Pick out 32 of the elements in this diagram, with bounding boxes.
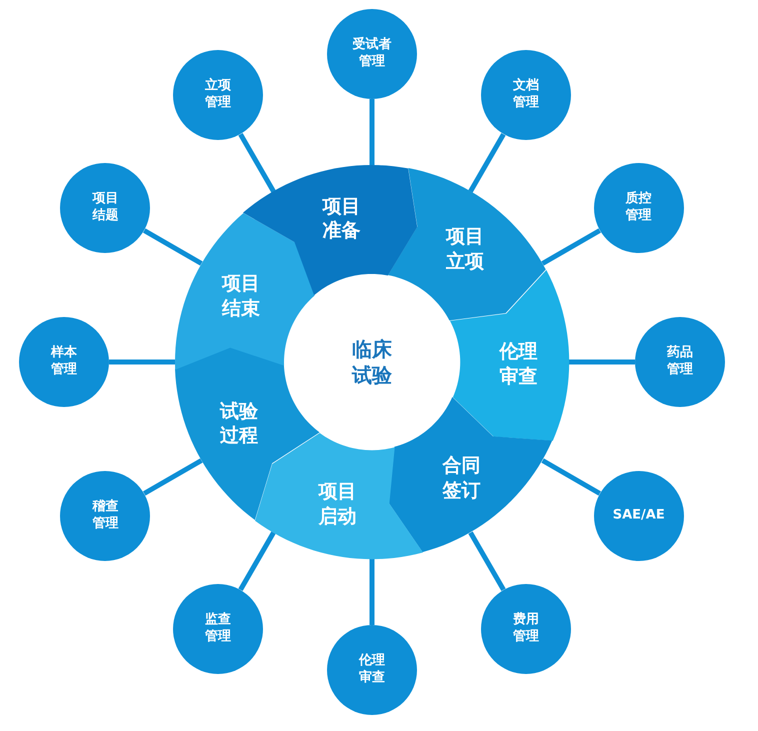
connector-line — [142, 228, 203, 266]
connector-line — [238, 531, 276, 592]
node-label: 文档管理 — [512, 78, 540, 112]
node-label: 项目准备 — [321, 194, 362, 244]
node-label: 药品管理 — [666, 345, 694, 379]
node-label: 项目结束 — [220, 272, 261, 322]
connector-line — [238, 132, 276, 193]
node-label: 监查管理 — [204, 612, 232, 646]
connector-line — [541, 228, 602, 266]
node-label: 样本管理 — [50, 345, 78, 379]
node-label: 试验过程 — [218, 398, 260, 448]
connector-line — [468, 531, 506, 592]
node-label: 稽查管理 — [91, 499, 120, 533]
connector-line — [569, 360, 635, 364]
connector-line — [468, 132, 506, 193]
node-label: 费用管理 — [512, 612, 540, 646]
node-label: SAE/AE — [612, 508, 666, 524]
node-label: 项目结题 — [91, 191, 120, 225]
node-label: 临床试验 — [350, 336, 393, 388]
node-label: 立项管理 — [204, 78, 232, 112]
node-label: 质控管理 — [624, 191, 653, 225]
node-label: 项目启动 — [317, 480, 358, 529]
connector-line — [541, 458, 602, 496]
node-label: 伦理审查 — [498, 339, 538, 389]
node-label: 项目立项 — [444, 224, 486, 274]
node-label: 受试者管理 — [352, 37, 392, 71]
connector-line — [370, 559, 374, 625]
node-label: 合同签订 — [441, 453, 482, 503]
connector-line — [142, 458, 203, 496]
node-label: 伦理审查 — [358, 653, 386, 687]
connector-line — [370, 99, 374, 165]
connector-line — [109, 360, 175, 364]
